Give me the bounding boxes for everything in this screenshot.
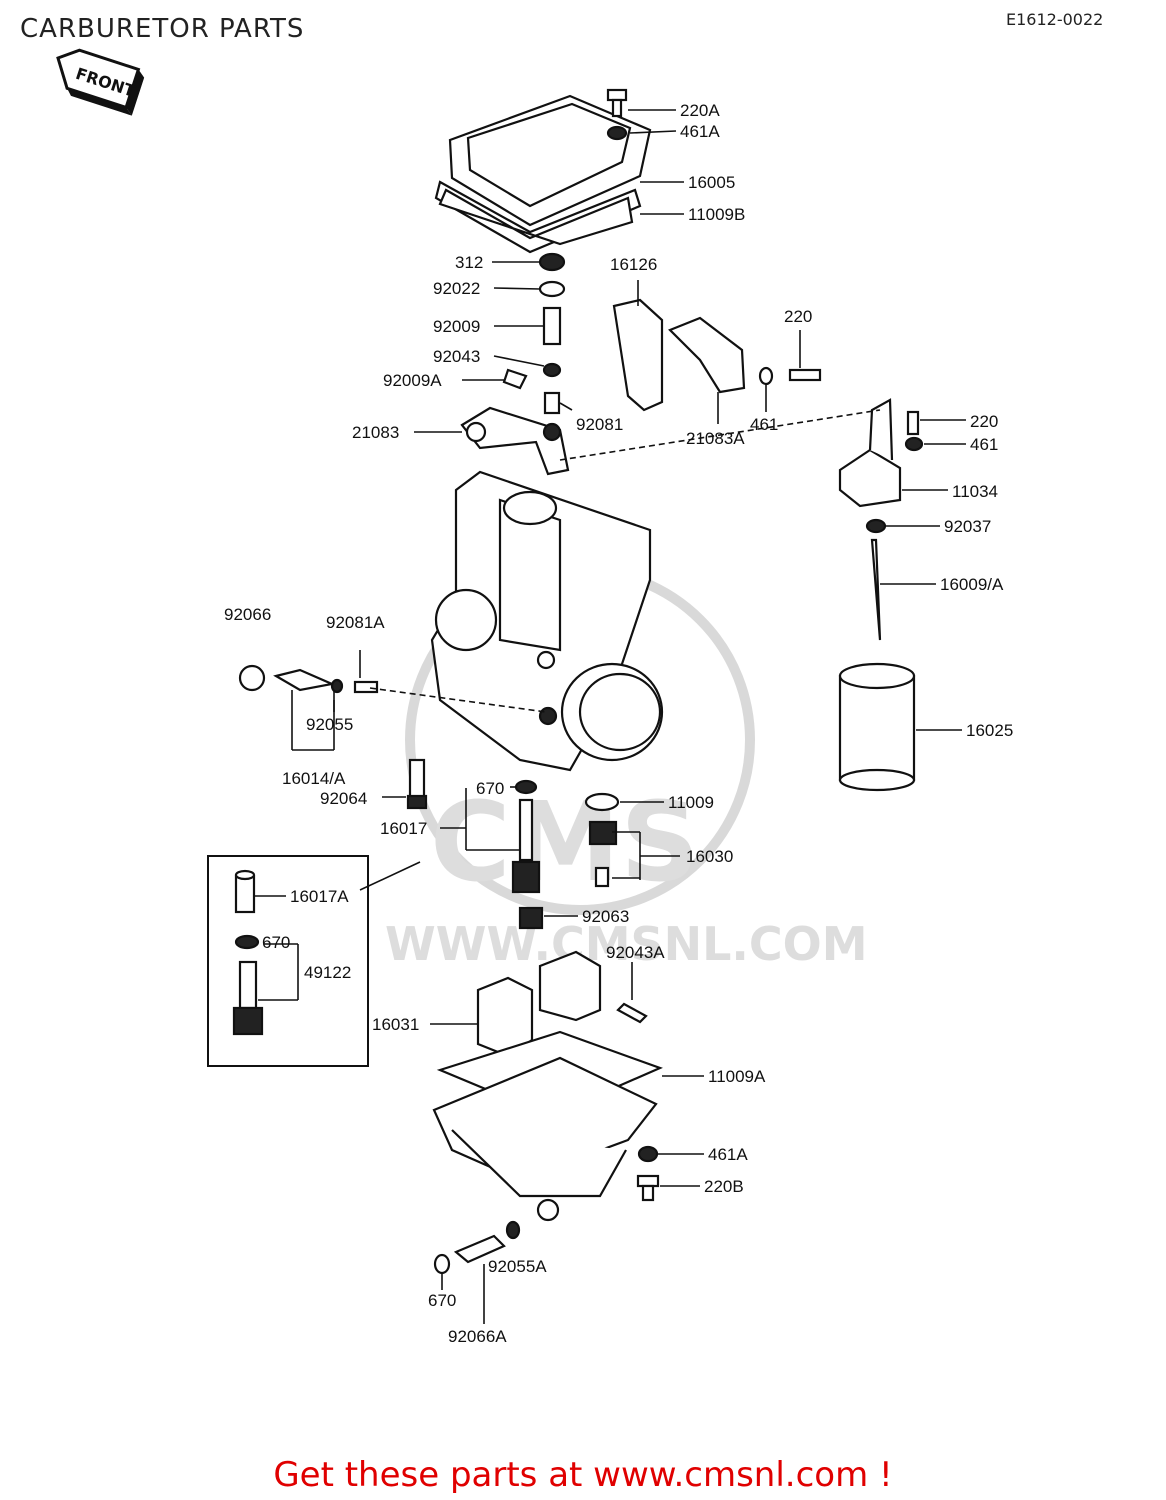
part-label-11034: 11034 xyxy=(952,482,998,501)
part-label-11009b: 11009B xyxy=(688,205,745,224)
part-label-92037: 92037 xyxy=(944,517,991,536)
float-bowl xyxy=(432,950,663,1222)
part-label-92066a: 92066A xyxy=(448,1327,507,1346)
jets-center xyxy=(406,758,648,1024)
watermark: CMS WWW.CMSNL.COM xyxy=(385,565,868,971)
drain-screw xyxy=(433,1220,521,1275)
part-labels: 220A 461A 16005 11009B 312 16126 92022 9… xyxy=(224,101,1013,1346)
part-label-16014a: 16014/A xyxy=(282,769,346,788)
part-label-92009: 92009 xyxy=(433,317,480,336)
footer-cta-link[interactable]: Get these parts at www.cmsnl.com ! xyxy=(273,1455,893,1495)
carburetor-body xyxy=(430,470,664,772)
top-cover xyxy=(434,94,652,254)
part-label-670-top: 670 xyxy=(476,779,504,798)
part-label-670-bottom: 670 xyxy=(428,1291,456,1310)
part-label-16030: 16030 xyxy=(686,847,733,866)
bowl-screws xyxy=(636,1145,660,1202)
diagram-code: E1612-0022 xyxy=(1006,10,1104,29)
part-label-92055a: 92055A xyxy=(488,1257,547,1276)
slide-16025 xyxy=(838,662,916,792)
inset-box xyxy=(207,855,369,1067)
part-label-21083a: 21083A xyxy=(686,429,745,448)
part-label-461a-top: 461A xyxy=(680,122,720,141)
part-label-220-right: 220 xyxy=(970,412,998,431)
part-label-16005: 16005 xyxy=(688,173,735,192)
part-label-49122: 49122 xyxy=(304,963,351,982)
part-label-11009: 11009 xyxy=(668,793,714,812)
part-label-92081: 92081 xyxy=(576,415,623,434)
part-label-21083: 21083 xyxy=(352,423,399,442)
front-badge: FRONT xyxy=(56,48,145,116)
part-label-312: 312 xyxy=(455,253,483,272)
part-label-92043a: 92043A xyxy=(606,943,665,962)
part-label-92064: 92064 xyxy=(320,789,367,808)
part-label-16025: 16025 xyxy=(966,721,1013,740)
part-label-220a: 220A xyxy=(680,101,720,120)
watermark-url: WWW.CMSNL.COM xyxy=(385,917,868,971)
page-title: CARBURETOR PARTS xyxy=(20,14,305,44)
part-label-92043: 92043 xyxy=(433,347,480,366)
part-label-16031: 16031 xyxy=(372,1015,419,1034)
part-label-461-mid: 461 xyxy=(750,415,778,434)
screw-220-top xyxy=(758,366,822,386)
part-label-16126: 16126 xyxy=(610,255,657,274)
part-label-92066: 92066 xyxy=(224,605,271,624)
part-label-92009a: 92009A xyxy=(383,371,442,390)
part-label-670-box: 670 xyxy=(262,933,290,952)
part-label-92081a: 92081A xyxy=(326,613,385,632)
part-label-16009a: 16009/A xyxy=(940,575,1004,594)
part-label-92055: 92055 xyxy=(306,715,353,734)
pilot-jet-group xyxy=(238,664,379,694)
bracket-16126 xyxy=(612,298,746,412)
part-label-16017a: 16017A xyxy=(290,887,349,906)
top-screw xyxy=(606,88,628,141)
part-label-11009a: 11009A xyxy=(708,1067,766,1086)
pilot-screw-stack xyxy=(502,252,566,415)
part-label-92063: 92063 xyxy=(582,907,629,926)
part-label-461-right: 461 xyxy=(970,435,998,454)
throttle-lever xyxy=(460,406,570,476)
part-label-220b: 220B xyxy=(704,1177,744,1196)
part-label-92022: 92022 xyxy=(433,279,480,298)
part-label-16017: 16017 xyxy=(380,819,427,838)
needle-holder xyxy=(838,398,924,641)
part-label-220-top: 220 xyxy=(784,307,812,326)
part-label-461a-bottom: 461A xyxy=(708,1145,748,1164)
watermark-brand: CMS xyxy=(430,778,699,906)
leader-lines xyxy=(254,109,966,1324)
